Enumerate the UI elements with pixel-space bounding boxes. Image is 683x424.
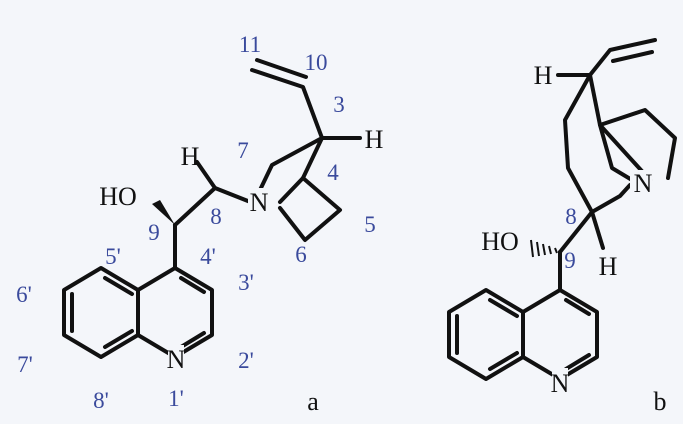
vinyl-bonds-b (588, 38, 657, 77)
quinoline-n-b: N (551, 369, 570, 398)
molecule-b-atoms: H N HO H N (481, 61, 652, 398)
quinoline-double-2-a (179, 331, 206, 349)
quinuclidine-n-b: N (634, 169, 653, 198)
locant-3-prime: 3' (238, 270, 254, 295)
quinoline-double-4-a (103, 276, 134, 296)
cage-bond-3-b (598, 123, 634, 182)
quinuclidine-n-a: N (250, 188, 269, 217)
cage-ring-a (278, 136, 342, 242)
locant-4: 4 (327, 160, 339, 185)
hydroxyl-a: HO (99, 182, 137, 211)
locant-7: 7 (237, 138, 249, 163)
molecule-a-bonds (62, 58, 362, 359)
molecule-b-bonds (447, 38, 677, 381)
vinyl-double-bond-a (255, 58, 308, 79)
quinoline-double-5-b (488, 351, 519, 371)
vinyl-bonds-a (250, 68, 324, 140)
c8-h-bond-b (590, 210, 605, 250)
locant-5-prime: 5' (105, 244, 121, 269)
quinoline-right-ring-a (136, 266, 214, 359)
molecule-b-locants: 8 9 (564, 204, 577, 273)
locant-9-b: 9 (564, 248, 576, 273)
c9-o-wedge-a (152, 200, 175, 225)
quinoline-right-ring-b (521, 288, 599, 381)
quinoline-left-ring-a (62, 266, 140, 359)
quinoline-double-1-a (179, 276, 206, 294)
c8-c9-bond-b (558, 210, 594, 254)
locant-11: 11 (239, 32, 261, 57)
c8-h-bond-a (195, 160, 217, 190)
c3-hydrogen-a: H (365, 125, 384, 154)
panel-label-a: a (307, 387, 319, 416)
quinoline-left-ring-b (447, 288, 525, 381)
c8-hydrogen-b: H (599, 252, 618, 281)
quinoline-double-1-b (564, 298, 591, 316)
locant-2-prime: 2' (238, 348, 254, 373)
locant-10: 10 (305, 50, 328, 75)
locant-3: 3 (333, 92, 345, 117)
hydroxyl-b: HO (481, 227, 519, 256)
cage-bond-c4-a (278, 176, 305, 204)
c9-o-hashed-bond-b (530, 239, 558, 258)
locant-5: 5 (364, 212, 376, 237)
locant-8-prime: 8' (93, 388, 109, 413)
c3-hydrogen-b: H (534, 61, 553, 90)
molecule-a: N N H H HO 11 10 3 7 4 8 9 5 6 5' 4' 3' … (16, 32, 383, 416)
quinoline-double-5-a (103, 329, 134, 349)
locant-6: 6 (295, 242, 307, 267)
c8-c9-bond-a (173, 186, 217, 227)
cage-bridge-c7-a (258, 136, 324, 192)
locant-6-prime: 6' (16, 282, 32, 307)
locant-4-prime: 4' (200, 244, 216, 269)
molecule-a-locants: 11 10 3 7 4 8 9 5 6 5' 4' 3' 6' 7' 2' 8'… (16, 32, 376, 413)
cage-bond-4-b (598, 108, 677, 180)
vinyl-double-bond-b (611, 50, 654, 63)
molecule-a-atoms: N N H H HO (99, 125, 383, 374)
quinoline-double-4-b (488, 298, 519, 318)
molecule-b: H N HO H N 8 9 b (447, 38, 677, 416)
locant-8: 8 (210, 204, 222, 229)
c8-n-bond-b (590, 183, 632, 214)
locant-7-prime: 7' (17, 352, 33, 377)
locant-1-prime: 1' (168, 386, 184, 411)
locant-8-b: 8 (565, 204, 577, 229)
panel-label-b: b (654, 387, 667, 416)
c8-hydrogen-a: H (181, 142, 200, 171)
locant-9: 9 (148, 220, 160, 245)
cage-bond-2-b (563, 73, 594, 214)
quinoline-n-a: N (167, 345, 186, 374)
quinoline-double-2-b (564, 353, 591, 371)
